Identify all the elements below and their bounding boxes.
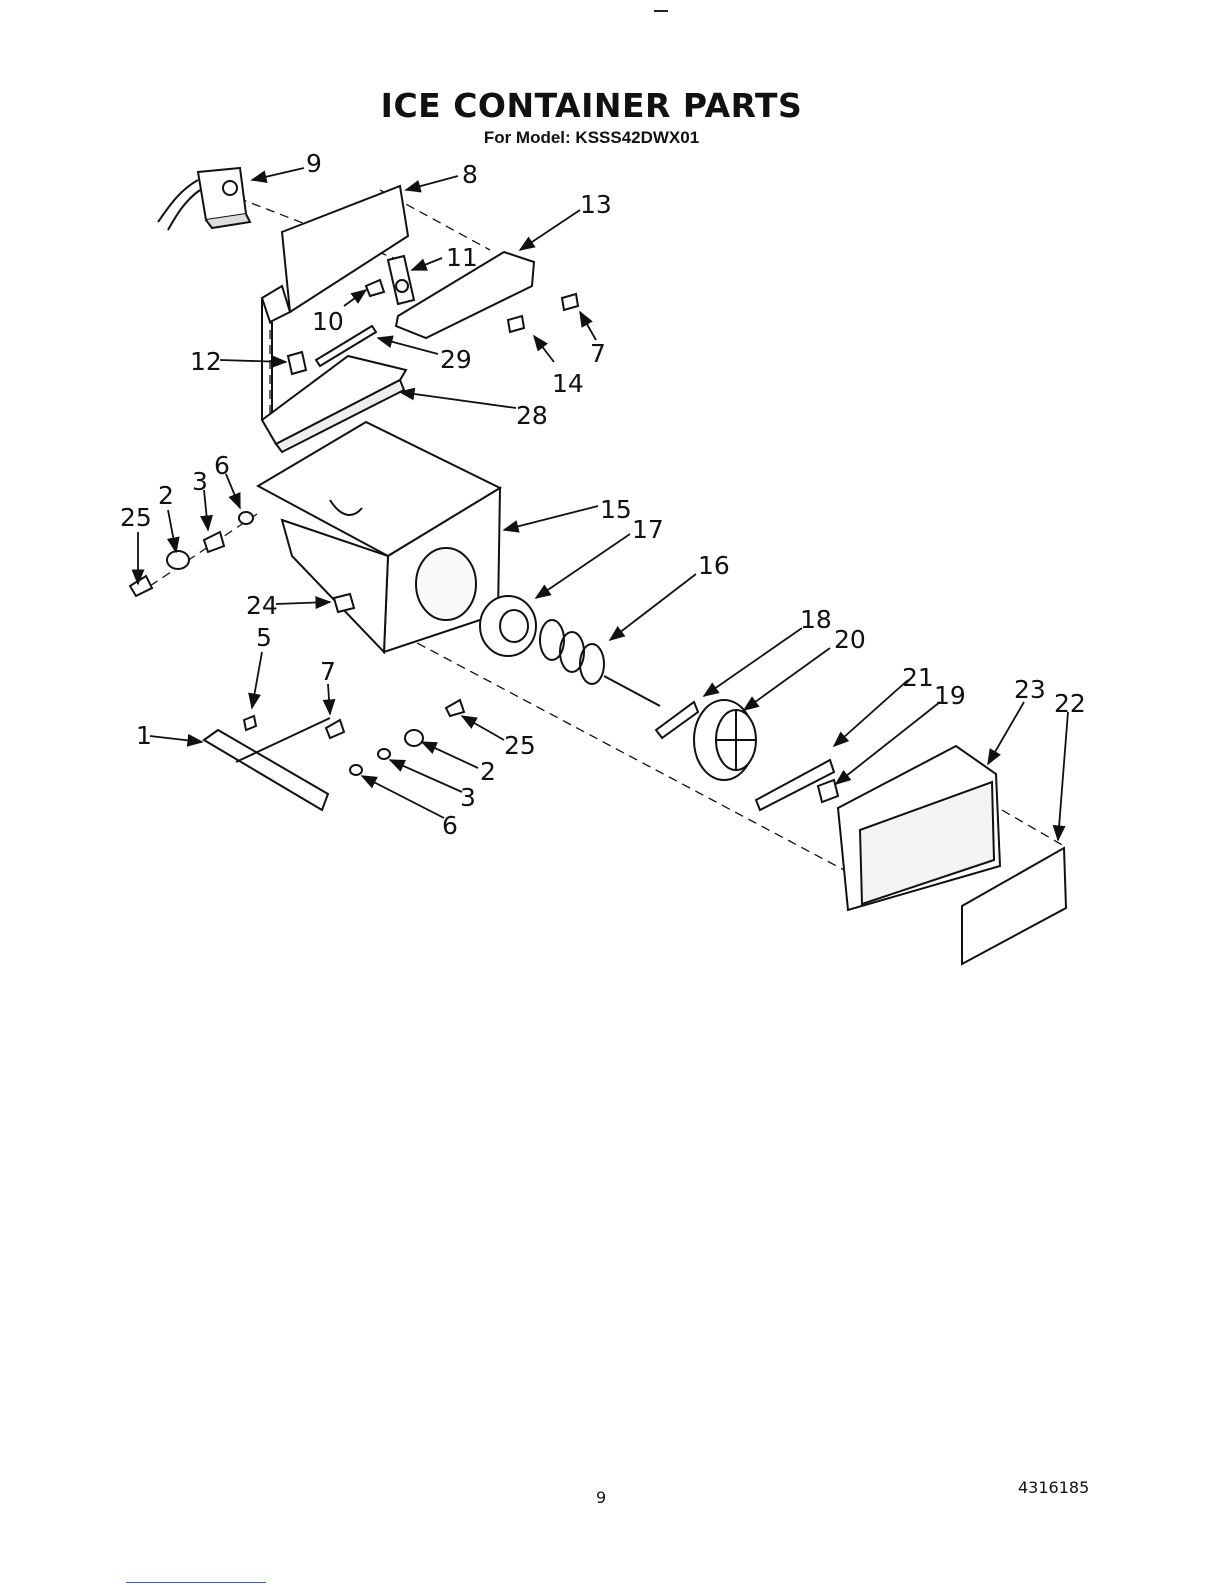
callout-7-bottom: 7 [320,657,336,686]
callout-labels: 9 8 13 11 10 12 29 7 14 28 15 17 16 18 2… [120,149,1086,840]
callout-22: 22 [1054,689,1086,718]
callout-20: 20 [834,625,866,654]
callout-12: 12 [190,347,222,376]
bottom-divider [126,1582,266,1583]
callout-18: 18 [800,605,832,634]
callout-10: 10 [312,307,344,336]
callout-7-top: 7 [590,339,606,368]
bearing-part [480,596,536,656]
ice-container-part [258,422,500,652]
front-housing-part [838,746,1000,910]
callout-25-left: 25 [120,503,152,532]
callout-25-right: 25 [504,731,536,760]
callout-8: 8 [462,160,478,189]
callout-6-left: 6 [214,451,230,480]
callout-24: 24 [246,591,278,620]
callout-23: 23 [1014,675,1046,704]
document-number: 4316185 [1018,1478,1089,1497]
auger-spring-part [540,620,660,706]
crusher-blade-part [656,702,698,738]
callout-19: 19 [934,681,966,710]
bottom-bar-part [204,718,330,810]
callout-11: 11 [446,243,478,272]
callout-2-right: 2 [480,757,496,786]
callout-5: 5 [256,623,272,652]
callout-1: 1 [136,721,152,750]
callout-3-left: 3 [192,467,208,496]
callout-2-left: 2 [158,481,174,510]
callout-14: 14 [552,369,584,398]
screw-24-part [334,594,354,612]
bracket-part [388,256,414,304]
callout-28: 28 [516,401,548,430]
callout-9: 9 [306,149,322,178]
callout-15: 15 [600,495,632,524]
callout-17: 17 [632,515,664,544]
callout-29: 29 [440,345,472,374]
cam-bracket-part [756,760,838,810]
callout-6-right: 6 [442,811,458,840]
callout-21: 21 [902,663,934,692]
drive-wheel-part [694,700,756,780]
callout-16: 16 [698,551,730,580]
page-number: 9 [596,1488,606,1507]
callout-13: 13 [580,190,612,219]
timer-motor-part [158,168,250,230]
callout-3-right: 3 [460,783,476,812]
